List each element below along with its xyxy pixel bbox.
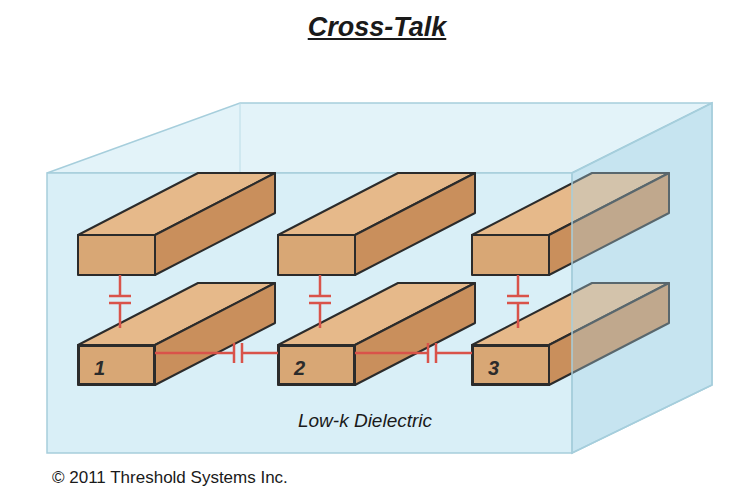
coupling-capacitor xyxy=(355,343,472,363)
wire-number: 3 xyxy=(488,357,499,380)
material-label: Low-k Dielectric xyxy=(0,410,730,432)
wire-cross-section: 2 xyxy=(278,345,355,385)
wire-number: 1 xyxy=(94,357,105,380)
vertical-capacitors xyxy=(109,275,529,328)
copyright-note: © 2011 Threshold Systems Inc. xyxy=(52,468,288,488)
wire-cross-section: 1 xyxy=(78,345,155,385)
dielectric-block xyxy=(47,103,712,453)
coupling-capacitor xyxy=(155,343,278,363)
wire-cross-section: 3 xyxy=(472,345,550,385)
diagram-title: Cross-Talk xyxy=(0,12,754,43)
dielectric-side-overlay xyxy=(572,103,712,453)
wire-number: 2 xyxy=(294,357,305,380)
